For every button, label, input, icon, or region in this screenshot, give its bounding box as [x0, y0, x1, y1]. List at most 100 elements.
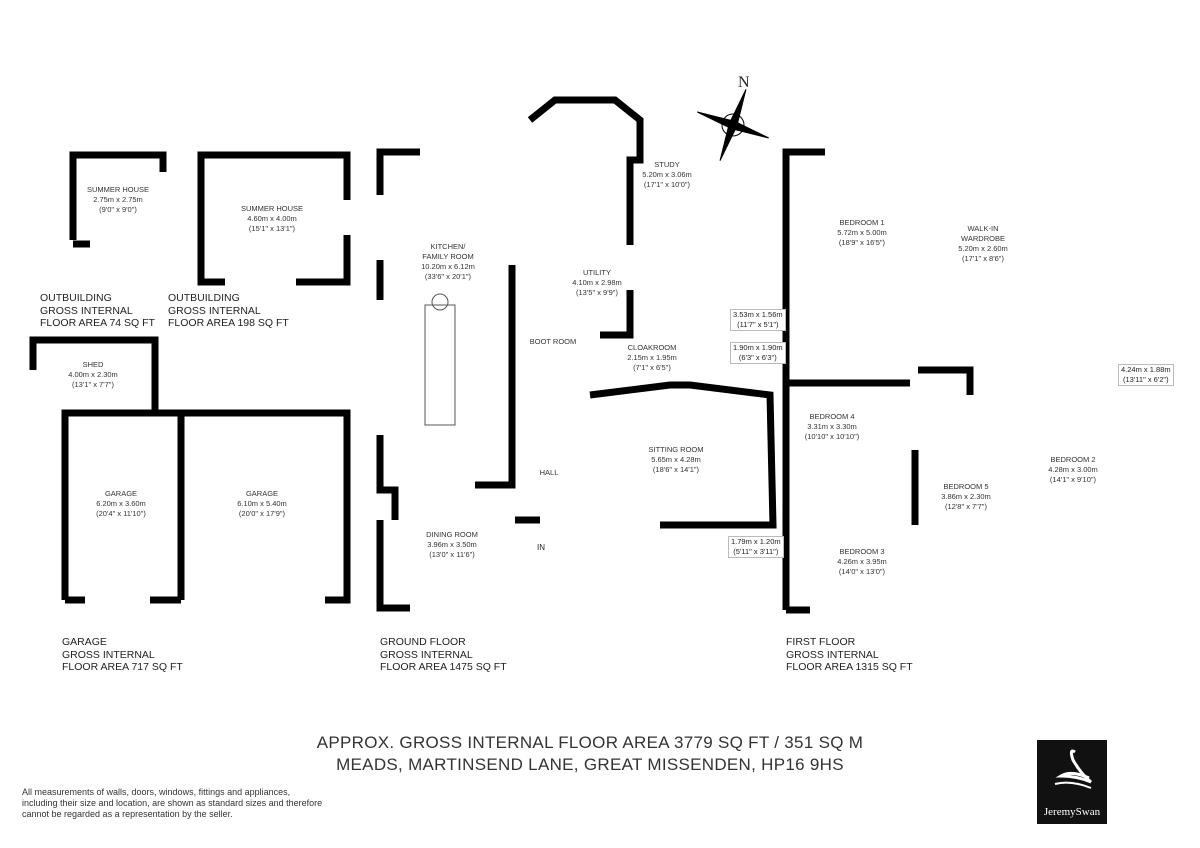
room-imperial: (9'0" x 9'0")	[99, 205, 137, 214]
area-line: FLOOR AREA 1475 SQ FT	[380, 661, 507, 673]
area-line: FIRST FLOOR	[786, 636, 856, 648]
room-garage-1: Garage6.20m x 3.60m(20'4" x 11'10")	[96, 489, 146, 519]
room-name: Bedroom 1	[839, 218, 885, 227]
kitchen-island	[424, 304, 456, 426]
room-metric: 4.60m x 4.00m	[247, 214, 297, 223]
room-hall: Hall	[540, 468, 559, 478]
room-name: Bedroom 4	[809, 412, 855, 421]
room-name: Garage	[245, 489, 279, 498]
room-metric: 10.20m x 6.12m	[421, 262, 475, 271]
room-summer-house-large: Summer House4.60m x 4.00m(15'1" x 13'1")	[241, 204, 303, 234]
room-imperial: (17'1" x 10'0")	[643, 180, 691, 189]
room-name-2: Family Room	[422, 252, 474, 261]
room-imperial: (14'0" x 13'0")	[838, 567, 886, 576]
jeremy-swan-logo: JeremySwan	[1037, 740, 1107, 824]
room-metric: 5.65m x 4.28m	[651, 455, 701, 464]
room-metric: 5.72m x 5.00m	[837, 228, 887, 237]
room-imperial: (18'9" x 16'5")	[838, 238, 886, 247]
room-metric: 6.20m x 3.60m	[96, 499, 146, 508]
room-walk-in-wardrobe: Walk-inWardrobe5.20m x 2.60m(17'1" x 8'6…	[958, 224, 1008, 264]
disclaimer: All measurements of walls, doors, window…	[22, 787, 322, 820]
room-name: Dining Room	[426, 530, 478, 539]
room-garage-2: Garage6.10m x 5.40m(20'0" x 17'9")	[237, 489, 287, 519]
room-metric: 6.10m x 5.40m	[237, 499, 287, 508]
wall-bedroom-1	[782, 148, 825, 610]
disclaimer-line: All measurements of walls, doors, window…	[22, 787, 291, 797]
area-line: OUTBUILDING	[168, 292, 240, 304]
area-line: FLOOR AREA 717 SQ FT	[62, 661, 183, 673]
room-name-2: Wardrobe	[961, 234, 1005, 243]
room-imperial: (13'0" x 11'6")	[429, 550, 475, 559]
room-imperial: (20'4" x 11'10")	[96, 509, 146, 518]
callout-imperial: (11'7" x 5'1")	[737, 320, 779, 329]
room-name: Boot Room	[529, 337, 577, 346]
room-bedroom-3: Bedroom 34.26m x 3.95m(14'0" x 13'0")	[837, 547, 887, 577]
area-line: GROSS INTERNAL	[380, 648, 473, 661]
dimension-callout-shower: 1.90m x 1.90m(6'3" x 6'3")	[730, 342, 786, 364]
area-line: GROSS INTERNAL	[168, 304, 261, 317]
room-name: Kitchen/	[430, 242, 466, 251]
room-boot-room: Boot Room	[530, 337, 577, 347]
room-bedroom-4: Bedroom 43.31m x 3.30m(10'10" x 10'10")	[805, 412, 859, 442]
wall-shed	[29, 336, 159, 410]
compass-rose-icon	[697, 89, 769, 161]
area-line: GROSS INTERNAL	[786, 648, 879, 661]
swan-icon	[1054, 749, 1092, 789]
callout-metric: 1.79m x 1.20m	[731, 537, 781, 546]
address-title: MEADS, MARTINSEND LANE, GREAT MISSENDEN,…	[336, 755, 844, 774]
room-imperial: (33'6" x 20'1")	[424, 272, 472, 281]
room-imperial: (17'1" x 8'6")	[962, 254, 1004, 263]
room-imperial: (20'0" x 17'9")	[238, 509, 286, 518]
disclaimer-line: including their size and location, are s…	[22, 798, 323, 808]
callout-imperial: (6'3" x 6'3")	[738, 353, 777, 362]
room-cloakroom: Cloakroom2.15m x 1.95m(7'1" x 6'5")	[627, 343, 677, 373]
room-name: Study	[654, 160, 680, 169]
room-bedroom-5: Bedroom 53.86m x 2.30m(12'8" x 7'7")	[941, 482, 991, 512]
room-metric: 4.00m x 2.30m	[68, 370, 118, 379]
room-shed: Shed4.00m x 2.30m(13'1" x 7'7")	[68, 360, 118, 390]
total-area-title: APPROX. GROSS INTERNAL FLOOR AREA 3779 S…	[316, 733, 864, 752]
room-name: Cloakroom	[627, 343, 677, 352]
callout-imperial: (13'11" x 6'2")	[1123, 375, 1169, 384]
wall-kitchen	[376, 148, 420, 195]
room-study: Study5.20m x 3.06m(17'1" x 10'0")	[642, 160, 692, 190]
wall-garage	[61, 409, 351, 604]
room-metric: 3.86m x 2.30m	[941, 492, 991, 501]
area-line: FLOOR AREA 74 SQ FT	[40, 317, 155, 329]
dimension-callout-shower-2: 1.79m x 1.20m(5'11" x 3'11")	[728, 536, 784, 558]
room-metric: 3.31m x 3.30m	[807, 422, 857, 431]
wall-dining	[376, 520, 410, 612]
room-name: Bedroom 2	[1050, 455, 1096, 464]
room-name: Walk-in	[967, 224, 999, 233]
room-kitchen: Kitchen/Family Room10.20m x 6.12m(33'6" …	[421, 242, 475, 282]
room-dining: Dining Room3.96m x 3.50m(13'0" x 11'6")	[426, 530, 478, 560]
room-metric: 3.96m x 3.50m	[427, 540, 477, 549]
room-name: Bedroom 5	[943, 482, 989, 491]
room-metric: 4.28m x 3.00m	[1048, 465, 1098, 474]
room-name: Hall	[539, 468, 559, 477]
room-name: Summer House	[240, 204, 304, 213]
room-imperial: (14'1" x 9'10")	[1049, 475, 1097, 484]
room-imperial: (15'1" x 13'1")	[248, 224, 296, 233]
room-sitting: Sitting Room5.65m x 4.28m(18'6" x 14'1")	[649, 445, 704, 475]
room-name: Summer House	[86, 185, 150, 194]
dimension-callout-bathroom: 4.24m x 1.88m(13'11" x 6'2")	[1118, 364, 1174, 386]
disclaimer-line: cannot be regarded as a representation b…	[22, 809, 233, 819]
area-line: GROSS INTERNAL	[40, 304, 133, 317]
room-metric: 5.20m x 3.06m	[642, 170, 692, 179]
area-line: FLOOR AREA 198 SQ FT	[168, 317, 289, 329]
wall-sitting	[589, 381, 777, 529]
room-name: Sitting Room	[648, 445, 704, 454]
area-line: GROUND FLOOR	[380, 636, 466, 648]
room-metric: 4.10m x 2.98m	[572, 278, 622, 287]
room-name: Garage	[104, 489, 138, 498]
wall-study	[527, 96, 644, 245]
callout-metric: 1.90m x 1.90m	[733, 343, 783, 352]
room-metric: 2.75m x 2.75m	[93, 195, 143, 204]
room-bedroom-1: Bedroom 15.72m x 5.00m(18'9" x 16'5")	[837, 218, 887, 248]
room-name: Utility	[583, 268, 611, 277]
